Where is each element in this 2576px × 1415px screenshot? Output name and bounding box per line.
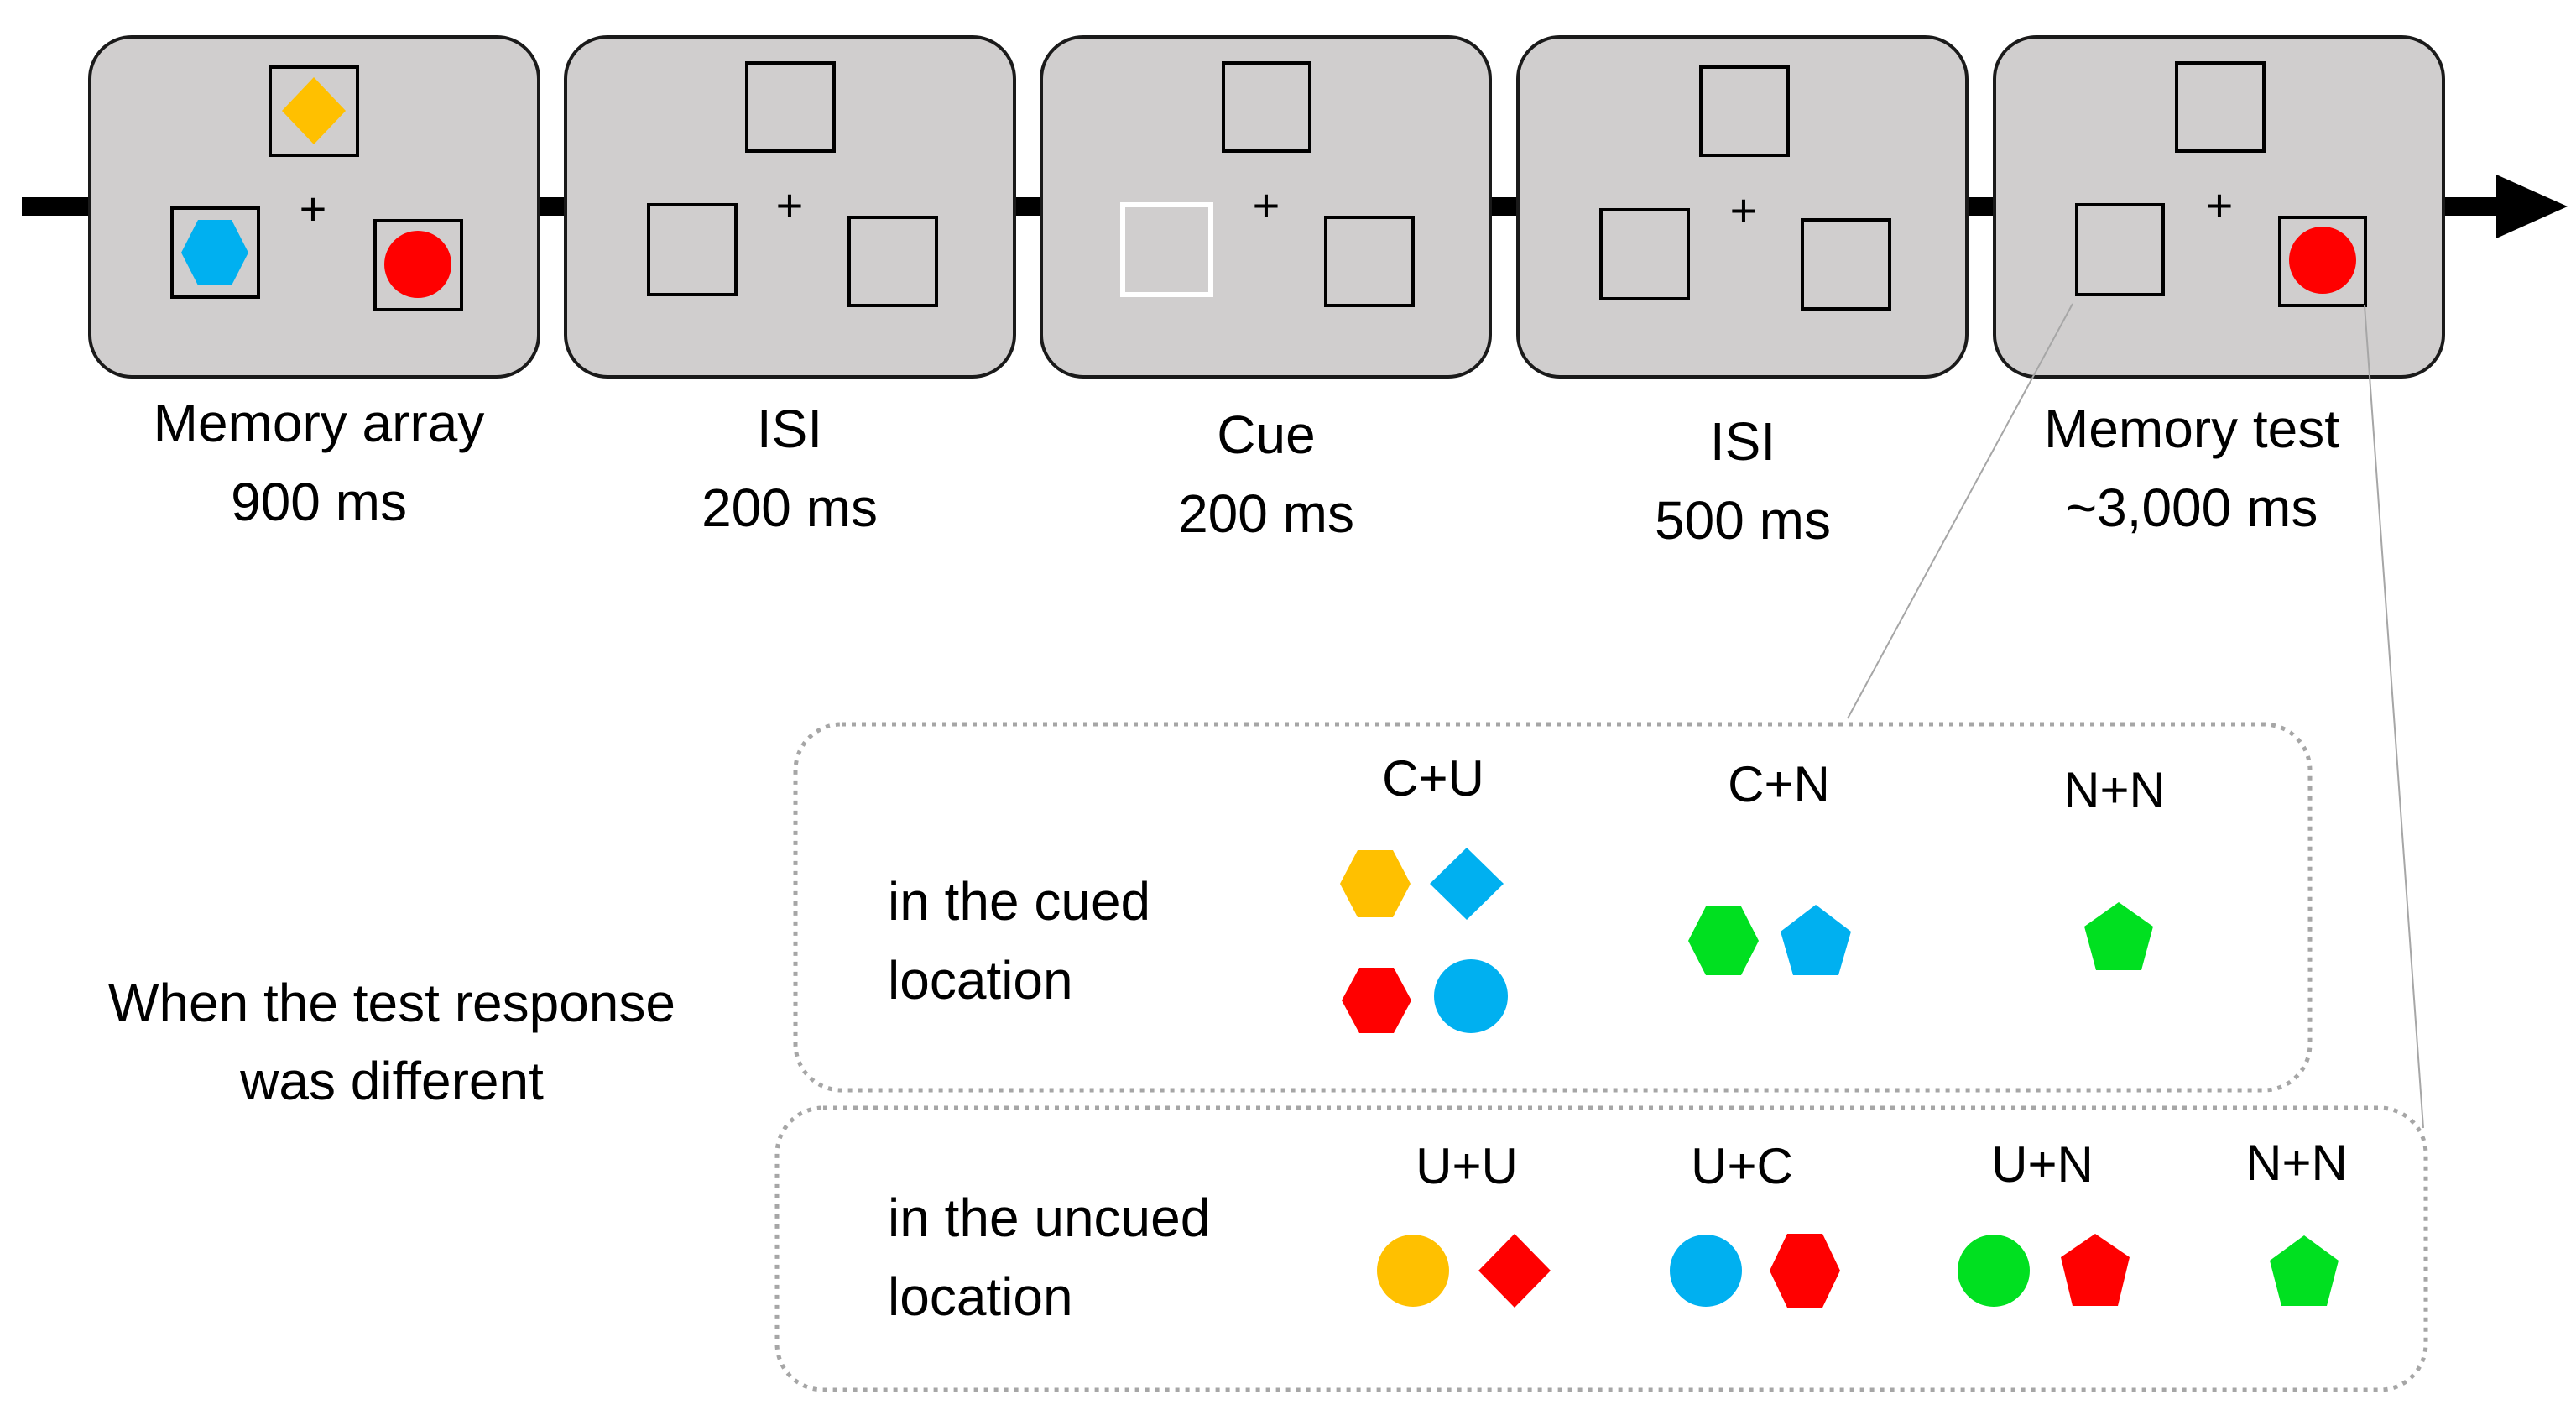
location-box-left [2075,203,2165,296]
panel-frame [564,35,1016,379]
location-box-top [1699,65,1790,157]
location-box-top [1222,61,1311,153]
green-pentagon [2084,902,2153,970]
fixation-cross: + [776,179,804,232]
location-box-left [647,203,738,296]
caption-name-memory-array: Memory array [154,393,485,453]
location-box-left [170,206,260,299]
red-hexagon [1770,1234,1840,1308]
uncued-dotted-frame [774,1105,2428,1392]
panel-frame [1516,35,1969,379]
fixation-cross: + [1253,179,1280,232]
location-box-right [1801,218,1891,311]
red-circle-test-probe [2289,227,2356,294]
cued-location-box-group: in the cued location C+U C+N N+N [793,722,2313,1093]
red-circle-stimulus [384,231,451,298]
panel-captions: Memory array 900 ms ISI 200 ms Cue 200 m… [154,393,2340,551]
red-pentagon [2061,1234,2130,1306]
orange-circle [1377,1235,1449,1307]
group-label-u-plus-c: U+C [1691,1138,1793,1194]
blue-hexagon-stimulus [181,220,248,285]
location-box-right [373,219,463,311]
caption-duration-isi-1: 200 ms [701,478,878,538]
zoom-line-right [2364,305,2424,1129]
location-box-right [2278,216,2367,307]
group-label-c-plus-n: C+N [1728,756,1830,812]
location-box-top [269,65,359,157]
fixation-cross: + [2206,179,2234,232]
group-label-u-plus-n: U+N [1991,1136,2094,1193]
blue-pentagon [1781,905,1851,975]
cued-dotted-frame [793,722,2313,1093]
caption-duration-memory-test: ~3,000 ms [2066,478,2318,538]
panel-memory-array: + [88,35,540,379]
orange-hexagon [1340,850,1411,917]
zoom-line-left [1847,303,2073,719]
green-circle [1958,1235,2030,1307]
location-box-top [745,61,836,153]
location-box-right [1324,216,1415,307]
location-box-right [847,216,938,307]
group-label-n-plus-n-uncued: N+N [2245,1135,2348,1191]
panel-isi-2: + [1516,35,1969,379]
group-label-u-plus-u: U+U [1416,1138,1518,1194]
panel-cue: + [1040,35,1492,379]
uncued-label-line1: in the uncued [888,1188,1210,1248]
caption-name-isi-2: ISI [1710,411,1776,472]
caption-duration-cue: 200 ms [1178,483,1354,544]
location-box-left [1599,208,1690,300]
side-label: When the test response was different [108,973,675,1111]
caption-name-cue: Cue [1217,405,1315,465]
caption-name-isi-1: ISI [757,399,822,459]
panel-frame [1040,35,1492,379]
cued-label-line1: in the cued [888,871,1150,932]
caption-duration-isi-2: 500 ms [1655,490,1831,551]
blue-diamond [1430,848,1504,920]
orange-diamond-stimulus [282,77,346,144]
fixation-cross: + [1730,184,1758,237]
red-diamond [1478,1234,1551,1308]
caption-name-memory-test: Memory test [2044,399,2339,459]
caption-duration-memory-array: 900 ms [231,472,407,532]
uncued-location-box-group: in the uncued location U+U U+C U+N N+N [774,1105,2428,1392]
side-label-line1: When the test response [108,973,675,1033]
red-hexagon [1342,968,1411,1033]
green-pentagon [2270,1235,2339,1306]
group-label-n-plus-n-cued: N+N [2063,762,2166,818]
panel-isi-1: + [564,35,1016,379]
blue-circle [1670,1235,1742,1307]
fixation-cross: + [300,182,327,235]
uncued-label-line2: location [888,1266,1073,1327]
cued-location-box [1120,202,1213,297]
green-hexagon [1688,906,1759,975]
group-label-c-plus-u: C+U [1382,750,1484,807]
cued-label-line2: location [888,950,1073,1010]
panel-memory-test: + [1993,35,2445,379]
location-box-top [2175,61,2266,153]
side-label-line2: was different [239,1051,544,1111]
blue-circle [1434,959,1508,1033]
